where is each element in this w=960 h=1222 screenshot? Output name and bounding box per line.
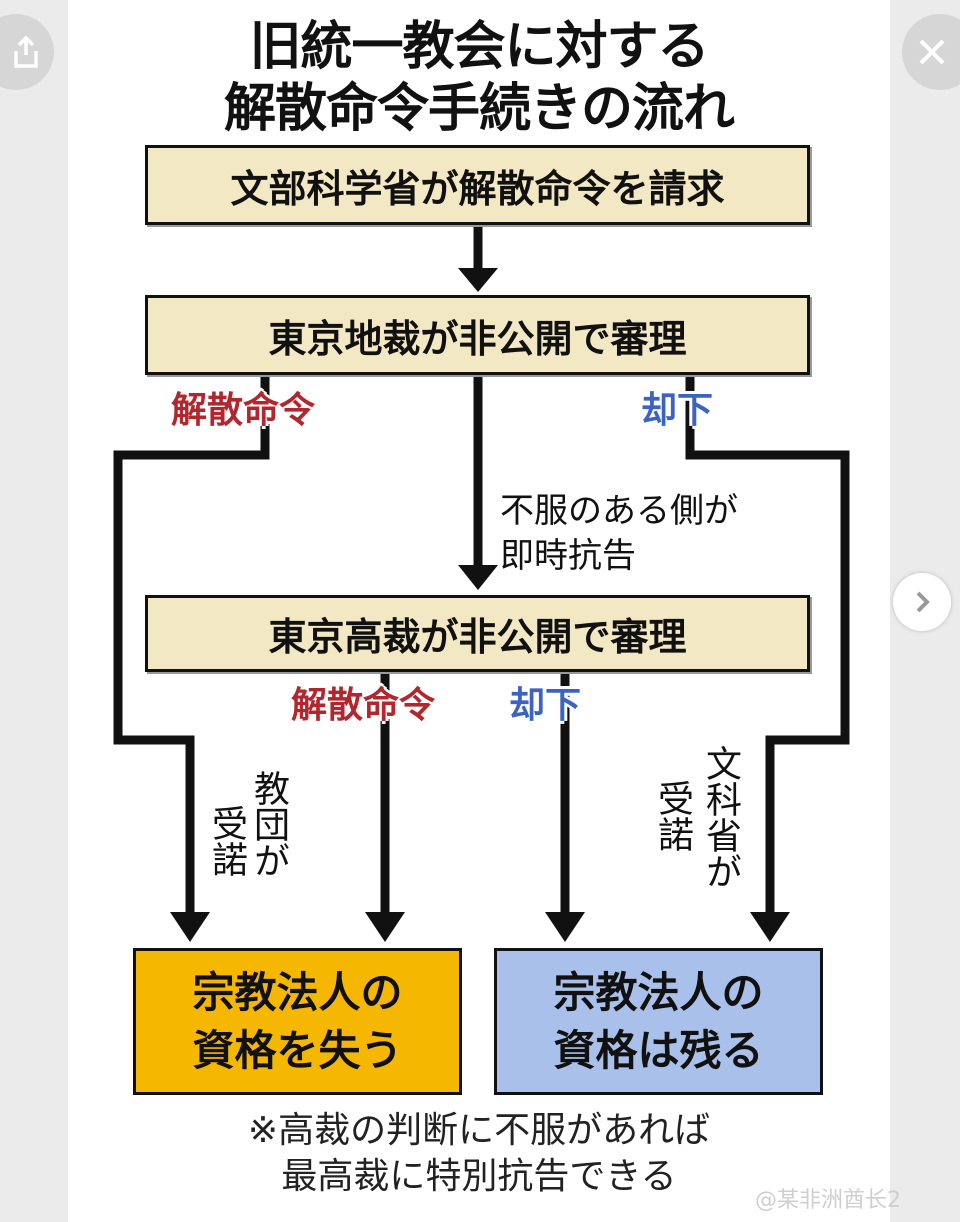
appeal-text-line2: 即時抗告 bbox=[500, 536, 636, 576]
close-button[interactable] bbox=[902, 14, 960, 90]
diagram-title-line1: 旧統一教会に対する bbox=[249, 17, 709, 77]
label-dismissed: 却下 bbox=[641, 390, 714, 431]
watermark: @某非洲酋长2 bbox=[755, 1188, 901, 1213]
result-keep-status: 宗教法人の 資格は残る bbox=[494, 948, 823, 1095]
step-district-court: 東京地裁が非公開で審理 bbox=[145, 295, 810, 375]
footnote-line1: ※高裁の判断に不服があれば bbox=[247, 1110, 711, 1151]
label-dissolution-order-high: 解散命令 bbox=[291, 685, 436, 726]
label-dissolution-order: 解散命令 bbox=[171, 390, 316, 431]
ministry-accepts-b: 受諾 bbox=[652, 780, 693, 852]
church-accepts-b: 受諾 bbox=[206, 805, 247, 877]
diagram-title-line2: 解散命令手続きの流れ bbox=[223, 79, 735, 139]
ministry-accepts-a: 文科省が bbox=[700, 745, 741, 889]
footnote-line2: 最高裁に特別抗告できる bbox=[281, 1156, 677, 1197]
church-accepts-a: 教団が bbox=[248, 770, 289, 878]
line-right-dismiss bbox=[685, 375, 850, 918]
step-ministry-request: 文部科学省が解散命令を請求 bbox=[145, 145, 810, 225]
close-icon bbox=[919, 39, 945, 65]
result-lose-status: 宗教法人の 資格を失う bbox=[133, 948, 462, 1095]
step-high-court: 東京高裁が非公開で審理 bbox=[145, 595, 810, 672]
share-icon bbox=[14, 35, 38, 68]
next-image-button[interactable] bbox=[893, 573, 951, 631]
chevron-right-icon bbox=[916, 591, 930, 613]
line-left-order bbox=[113, 375, 270, 918]
appeal-text-line1: 不服のある側が bbox=[500, 491, 738, 531]
label-dismissed-high: 却下 bbox=[509, 685, 582, 726]
